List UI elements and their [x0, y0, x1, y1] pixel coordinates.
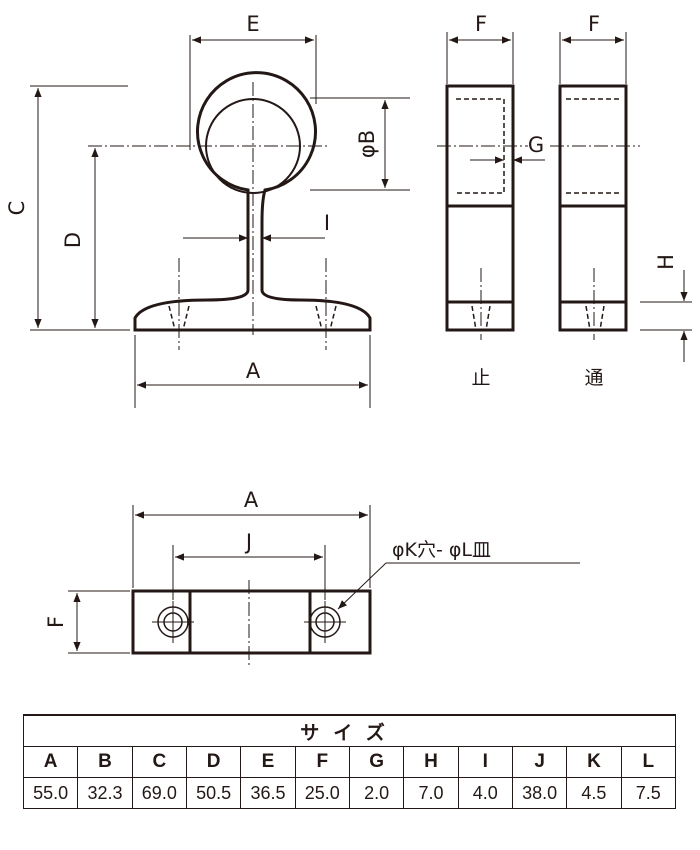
label-f2: F [44, 616, 68, 628]
label-f-left: F [475, 12, 487, 36]
column-header-a: A [22, 746, 79, 778]
label-d: D [61, 232, 85, 248]
value-i: 4.0 [457, 777, 513, 809]
value-f: 25.0 [294, 777, 350, 809]
front-view: C D E φB A I [5, 12, 410, 408]
label-e: E [246, 12, 259, 36]
label-a2: A [244, 488, 259, 512]
label-stop: 止 [471, 367, 490, 389]
value-j: 38.0 [511, 777, 568, 809]
label-i: I [324, 211, 330, 235]
bracket-outline [133, 71, 372, 332]
column-header-b: B [77, 746, 133, 778]
value-g: 2.0 [348, 777, 405, 809]
value-a: 55.0 [22, 777, 79, 809]
label-j: J [244, 530, 252, 554]
column-header-g: G [348, 746, 405, 778]
label-h: H [654, 254, 678, 270]
value-l: 7.5 [620, 777, 677, 809]
column-header-h: H [403, 746, 459, 778]
value-c: 69.0 [131, 777, 187, 809]
label-hole-spec: φK穴- φL皿 [392, 539, 491, 561]
right-hole [315, 305, 337, 331]
bore-hidden-line [456, 98, 505, 194]
right-hole-top [304, 601, 346, 643]
column-header-f: F [294, 746, 350, 778]
label-f-right: F [588, 12, 600, 36]
top-view: A J F φK穴- φL皿 [44, 488, 580, 665]
column-header-c: C [131, 746, 187, 778]
left-hole-top [152, 601, 194, 643]
left-hole [168, 305, 190, 331]
label-through: 通 [584, 367, 603, 389]
table-title: サイズ [23, 714, 676, 747]
value-e: 36.5 [240, 777, 296, 809]
value-d: 50.5 [185, 777, 242, 809]
label-c: C [5, 201, 29, 216]
side-view-stop: 止 [437, 84, 528, 389]
label-a: A [246, 359, 261, 383]
column-header-l: L [620, 746, 677, 778]
technical-drawing: C D E φB A I 止 通 F F G H [5, 12, 692, 665]
side-view-through: 通 [550, 84, 640, 389]
label-b: φB [355, 130, 379, 158]
value-h: 7.0 [403, 777, 459, 809]
label-g: G [528, 133, 544, 157]
column-header-k: K [566, 746, 622, 778]
column-header-j: J [511, 746, 568, 778]
value-k: 4.5 [566, 777, 622, 809]
column-header-e: E [240, 746, 296, 778]
column-header-i: I [457, 746, 513, 778]
value-b: 32.3 [77, 777, 133, 809]
column-header-d: D [185, 746, 242, 778]
